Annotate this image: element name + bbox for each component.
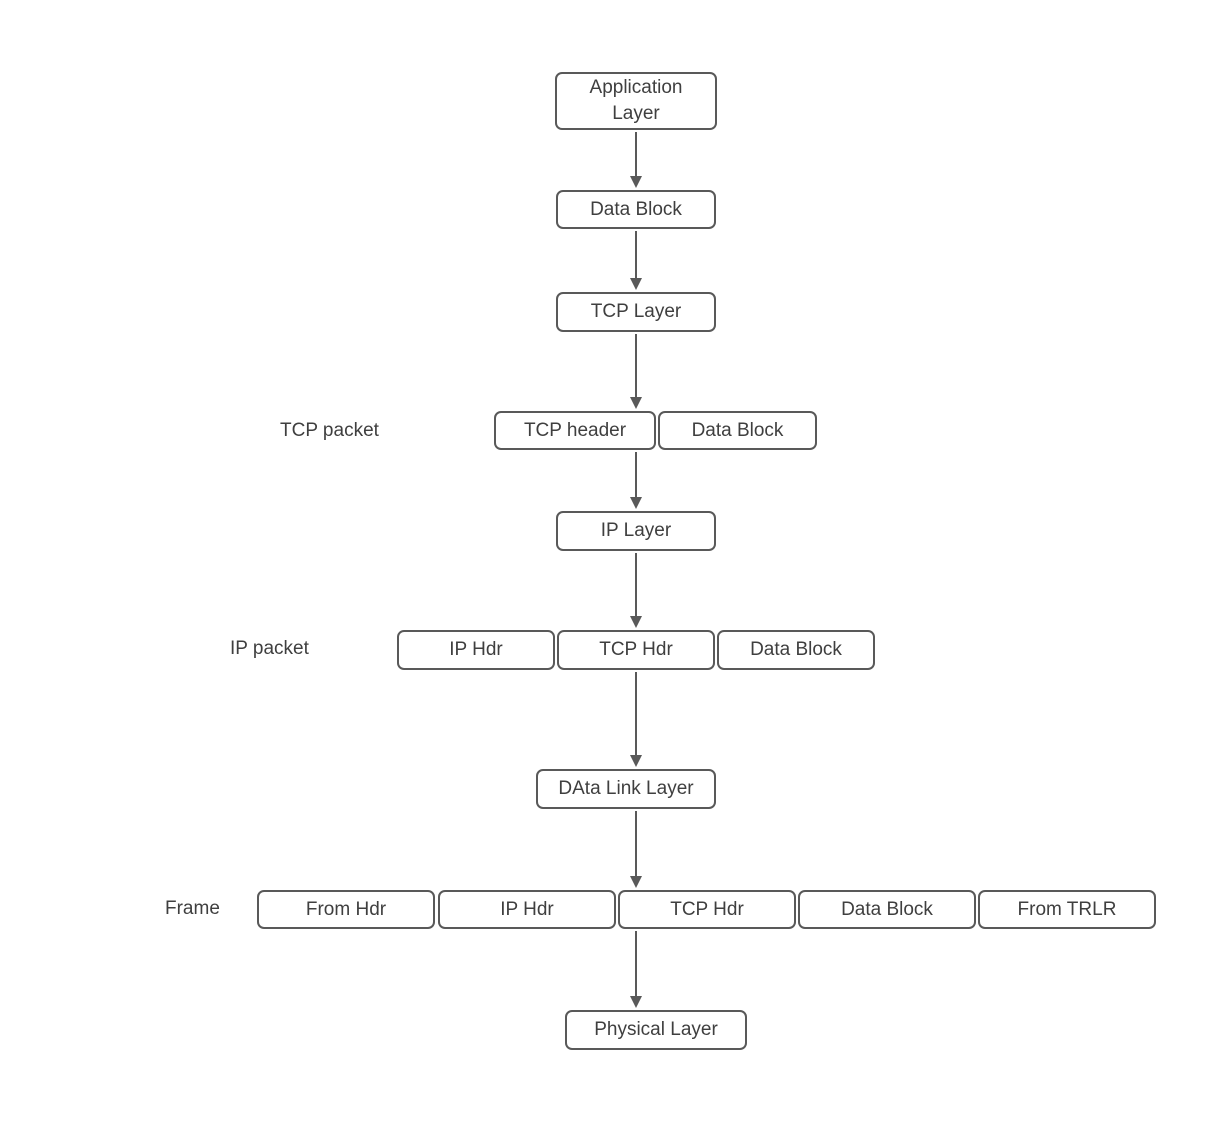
arrowhead-down-icon — [630, 616, 642, 628]
arrow-tcppacket-to-iplayer — [630, 452, 642, 509]
label-ip-packet: IP packet — [230, 638, 309, 659]
arrowhead-down-icon — [630, 876, 642, 888]
arrow-shaft — [635, 132, 637, 177]
arrow-shaft — [635, 811, 637, 877]
arrow-datalink-to-frame — [630, 811, 642, 888]
node-data-block-2: Data Block — [658, 411, 817, 450]
node-ip-hdr-2: IP Hdr — [438, 890, 616, 929]
label-frame: Frame — [165, 898, 220, 919]
node-from-trlr: From TRLR — [978, 890, 1156, 929]
arrowhead-down-icon — [630, 278, 642, 290]
node-data-block-4: Data Block — [798, 890, 976, 929]
arrow-datablock-to-tcplayer — [630, 231, 642, 290]
arrowhead-down-icon — [630, 397, 642, 409]
node-tcp-hdr-2: TCP Hdr — [618, 890, 796, 929]
arrowhead-down-icon — [630, 176, 642, 188]
arrow-tcplayer-to-tcppacket — [630, 334, 642, 409]
arrow-application-to-datablock — [630, 132, 642, 188]
node-data-block-3: Data Block — [717, 630, 875, 670]
arrow-shaft — [635, 452, 637, 498]
arrow-shaft — [635, 672, 637, 756]
arrow-frame-to-physical — [630, 931, 642, 1008]
arrowhead-down-icon — [630, 755, 642, 767]
node-from-hdr: From Hdr — [257, 890, 435, 929]
arrow-iplayer-to-ippacket — [630, 553, 642, 628]
label-tcp-packet: TCP packet — [280, 420, 379, 441]
node-application-layer: Application Layer — [555, 72, 717, 130]
arrowhead-down-icon — [630, 996, 642, 1008]
node-physical-layer: Physical Layer — [565, 1010, 747, 1050]
arrow-shaft — [635, 931, 637, 997]
arrowhead-down-icon — [630, 497, 642, 509]
node-ip-hdr-1: IP Hdr — [397, 630, 555, 670]
node-data-block-1: Data Block — [556, 190, 716, 229]
node-tcp-hdr-1: TCP Hdr — [557, 630, 715, 670]
arrow-ippacket-to-datalink — [630, 672, 642, 767]
arrow-shaft — [635, 231, 637, 279]
node-ip-layer: IP Layer — [556, 511, 716, 551]
node-tcp-header: TCP header — [494, 411, 656, 450]
node-data-link-layer: DAta Link Layer — [536, 769, 716, 809]
arrow-shaft — [635, 334, 637, 398]
node-tcp-layer: TCP Layer — [556, 292, 716, 332]
arrow-shaft — [635, 553, 637, 617]
